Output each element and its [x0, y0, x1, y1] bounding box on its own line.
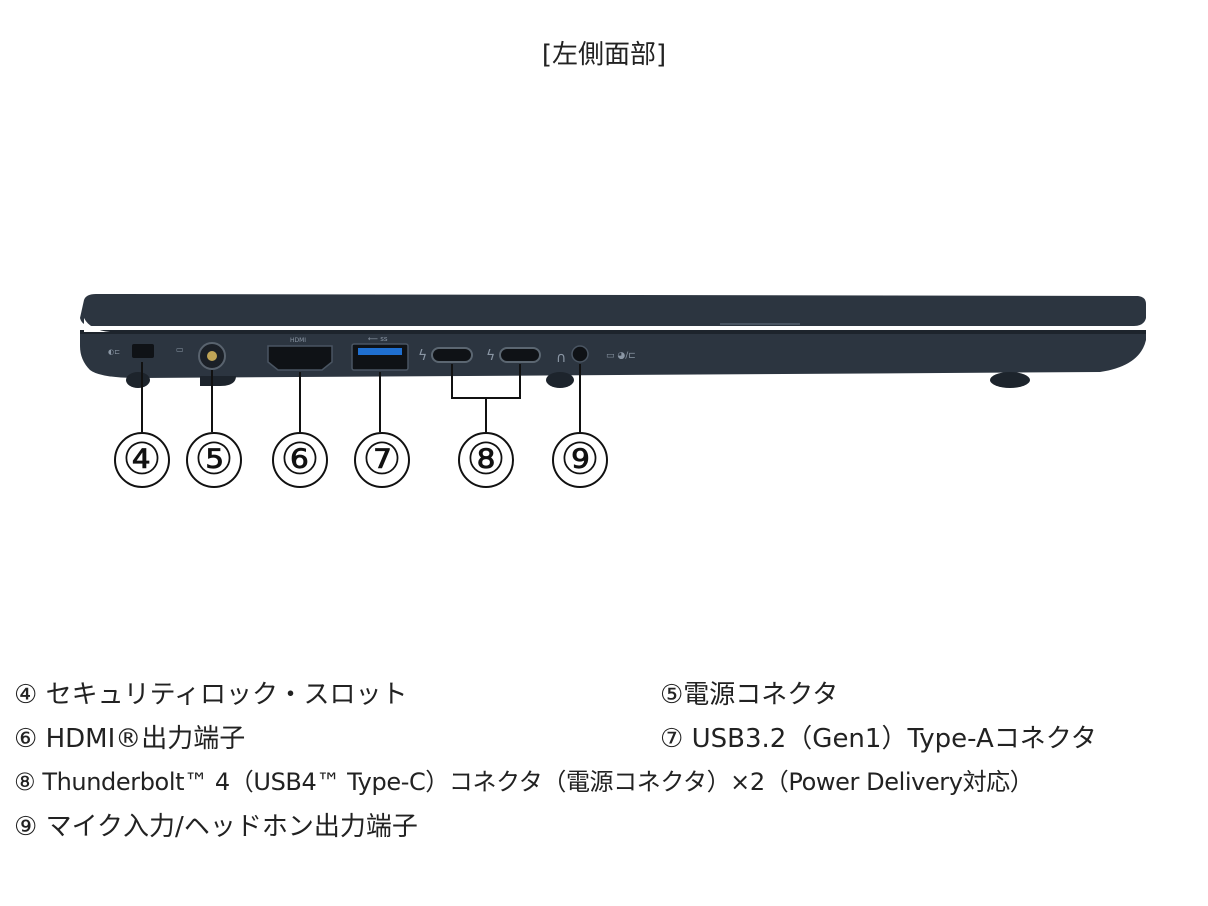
leader-lines	[141, 362, 581, 432]
callout-9: ⑨	[552, 432, 608, 488]
callout-7: ⑦	[354, 432, 410, 488]
svg-text:∩: ∩	[556, 350, 566, 366]
svg-text:▭ ◕/⊏: ▭ ◕/⊏	[606, 351, 636, 361]
usb-c-port-2	[499, 347, 541, 363]
security-slot	[132, 344, 154, 358]
legend-item-9: ⑨ マイク入力/ヘッドホン出力端子	[14, 812, 418, 842]
callout-5: ⑤	[186, 432, 242, 488]
legend-item-8: ⑧ Thunderbolt™ 4（USB4™ Type-C）コネクタ（電源コネク…	[14, 768, 1034, 796]
mid-foot	[546, 372, 574, 388]
callout-6: ⑥	[272, 432, 328, 488]
legend-item-6: ⑥ HDMI®出力端子	[14, 724, 246, 754]
laptop-side-view: ◐⊏ ▭ HDMI ⟵ ss ϟ ϟ ∩ ▭ ◕/⊏	[80, 294, 1146, 432]
hdmi-port	[267, 345, 333, 371]
usb-c-port-1	[431, 347, 473, 363]
usb-a-port	[351, 343, 409, 371]
svg-text:HDMI: HDMI	[290, 337, 306, 344]
front-foot	[126, 372, 150, 388]
legend-item-5: ⑤電源コネクタ	[660, 680, 839, 710]
laptop-lid	[80, 294, 1146, 326]
svg-text:ϟ: ϟ	[418, 348, 427, 364]
svg-text:◐⊏: ◐⊏	[108, 348, 120, 356]
svg-text:ϟ: ϟ	[486, 348, 495, 364]
rear-foot	[990, 372, 1030, 388]
laptop-base	[80, 330, 1146, 378]
svg-text:▭: ▭	[176, 345, 184, 354]
page-title: [左側面部]	[541, 40, 667, 70]
svg-text:⟵ ss: ⟵ ss	[368, 335, 388, 343]
audio-jack	[571, 345, 589, 363]
legend-item-4: ④ セキュリティロック・スロット	[14, 680, 408, 710]
legend-item-7: ⑦ USB3.2（Gen1）Type-Aコネクタ	[660, 724, 1097, 754]
callout-4: ④	[114, 432, 170, 488]
callout-8: ⑧	[458, 432, 514, 488]
